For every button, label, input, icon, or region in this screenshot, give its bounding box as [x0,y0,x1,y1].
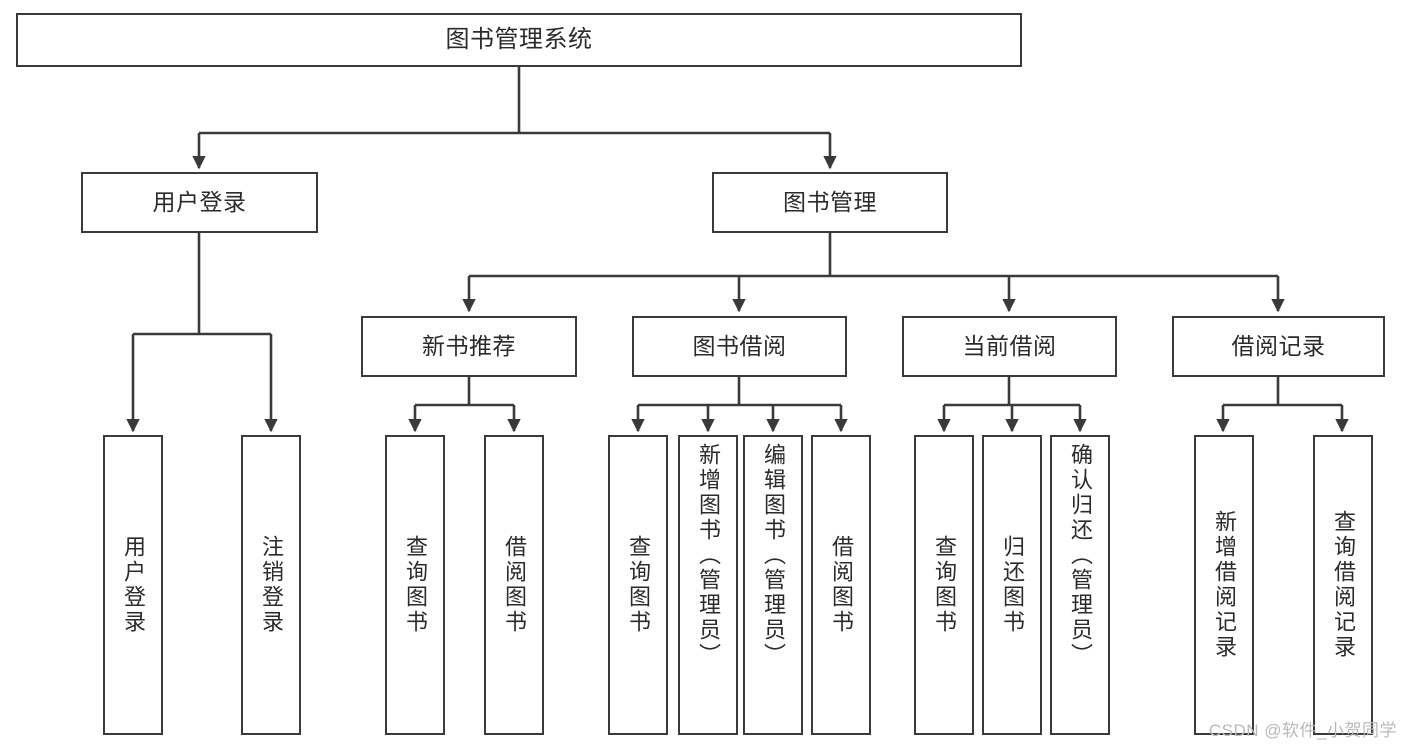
leaf-user-login[interactable]: 用户登录 [103,435,163,735]
node-root-system[interactable]: 图书管理系统 [16,13,1022,67]
node-label: 查询图书 [626,535,651,635]
leaf-borrow-book-borrow[interactable]: 借阅图书 [811,435,871,735]
node-label: 用户登录 [121,535,146,635]
node-label: 注销登录 [259,535,284,635]
leaf-query-book-recommend[interactable]: 查询图书 [385,435,445,735]
leaf-query-book-borrow[interactable]: 查询图书 [608,435,668,735]
node-label: 当前借阅 [962,333,1057,359]
node-label: 新增借阅记录 [1212,510,1237,660]
node-user-login[interactable]: 用户登录 [81,172,318,233]
leaf-logout[interactable]: 注销登录 [241,435,301,735]
node-label: 借阅记录 [1231,333,1326,359]
node-book-borrowing[interactable]: 图书借阅 [632,316,847,377]
leaf-return-book[interactable]: 归还图书 [982,435,1042,735]
leaf-add-borrow-record[interactable]: 新增借阅记录 [1194,435,1254,735]
leaf-edit-book-admin[interactable]: 编辑图书（管理员） [743,435,803,735]
leaf-confirm-return-admin[interactable]: 确认归还（管理员） [1050,435,1110,735]
node-label: 查询图书 [403,535,428,635]
node-label: 图书管理 [783,189,877,215]
leaf-query-book-current[interactable]: 查询图书 [914,435,974,735]
node-label: 查询图书 [932,535,957,635]
node-label: 查询借阅记录 [1331,510,1356,660]
node-label: 借阅图书 [502,535,527,635]
node-label: 图书借阅 [692,333,787,359]
node-label: 新书推荐 [422,333,516,359]
node-borrowing-record[interactable]: 借阅记录 [1172,316,1385,377]
node-label: 借阅图书 [829,535,854,635]
leaf-borrow-book-recommend[interactable]: 借阅图书 [484,435,544,735]
node-label: 图书管理系统 [445,26,593,53]
node-label: 新增图书（管理员） [696,443,721,668]
node-label: 确认归还（管理员） [1068,443,1093,668]
leaf-query-borrow-record[interactable]: 查询借阅记录 [1313,435,1373,735]
node-label: 编辑图书（管理员） [761,443,786,668]
node-new-book-recommendation[interactable]: 新书推荐 [361,316,577,377]
node-book-management[interactable]: 图书管理 [712,172,948,233]
node-label: 归还图书 [1000,535,1025,635]
node-current-borrowing[interactable]: 当前借阅 [902,316,1117,377]
node-label: 用户登录 [152,189,247,215]
leaf-add-book-admin[interactable]: 新增图书（管理员） [678,435,738,735]
